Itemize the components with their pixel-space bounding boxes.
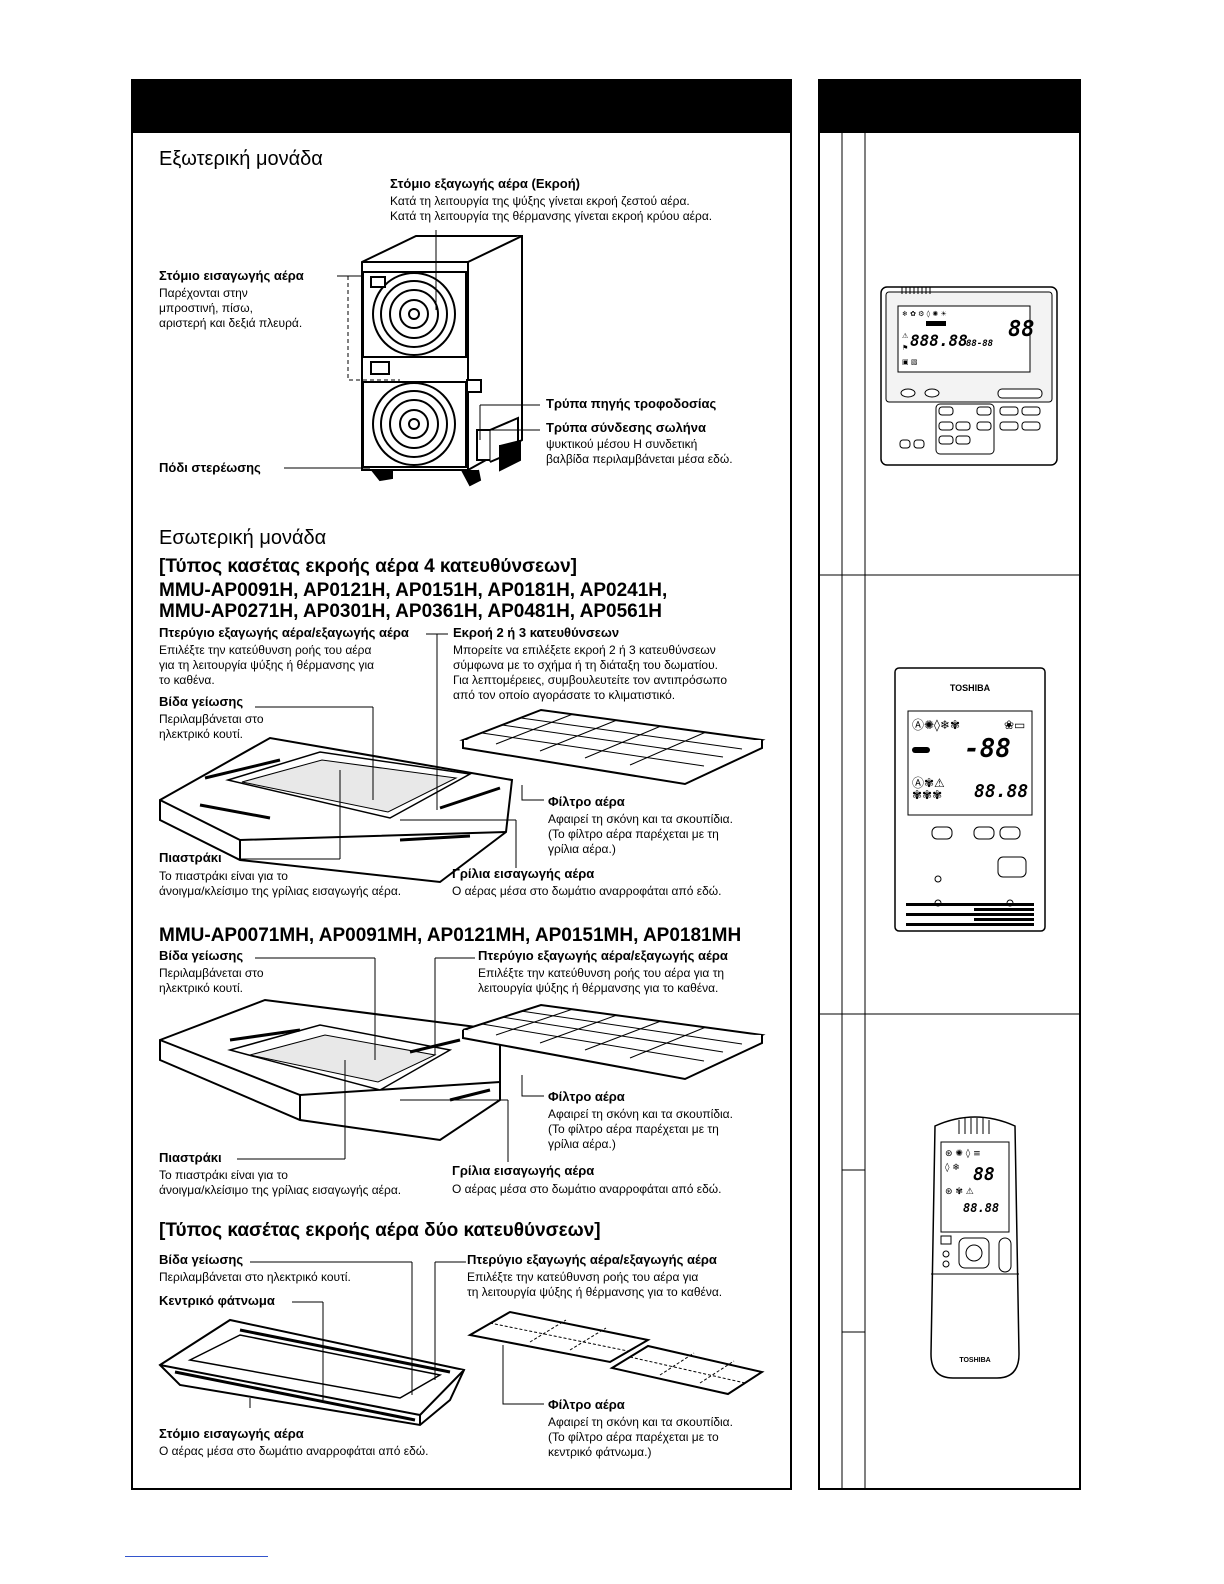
toshiba-handheld-remote: ⊛ ✺ ◊ ≡ ◊ ❄ ⊛ ✾ ⚠ 88 88.88 TOSHIBA bbox=[927, 1114, 1023, 1380]
a-filter-desc: Αφαιρεί τη σκόνη και τα σκουπίδια.(Το φί… bbox=[548, 812, 733, 856]
svg-text:⚠: ⚠ bbox=[902, 332, 909, 340]
remote2-temp: -88 bbox=[964, 734, 1011, 764]
wired-remote-controller: ❄ ✿ ⚙ ◊ ✺ ☀ ⚠ ⚑ ▣ ▧ 888.88 88 88-88 bbox=[880, 286, 1058, 466]
outdoor-unit-title: Εξωτερική μονάδα bbox=[159, 148, 323, 170]
models-a-line1: MMU-AP0091H, AP0121H, AP0151H, AP0181H, … bbox=[159, 580, 668, 601]
type4-title: [Τύπος κασέτας εκροής αέρα 4 κατευθύνσεω… bbox=[159, 556, 577, 577]
svg-text:Ⓐ✾⚠: Ⓐ✾⚠ bbox=[912, 776, 945, 790]
remote1-temp: 88 bbox=[1008, 317, 1035, 342]
c-screw-label: Βίδα γείωσης bbox=[159, 1252, 244, 1267]
remote1-time: 88-88 bbox=[966, 339, 993, 349]
fixing-foot-label: Πόδι στερέωσης bbox=[159, 460, 261, 475]
svg-text:Ⓐ✺◊❄✾: Ⓐ✺◊❄✾ bbox=[912, 718, 960, 732]
remote2-brand: TOSHIBA bbox=[950, 683, 991, 693]
c-inlet-label: Στόμιο εισαγωγής αέρα bbox=[159, 1426, 304, 1441]
left-header-bar bbox=[133, 81, 790, 133]
a-outlet23-label: Εκροή 2 ή 3 κατευθύνσεων bbox=[453, 625, 620, 640]
outdoor-outlet-label: Στόμιο εξαγωγής αέρα (Εκροή) bbox=[390, 176, 580, 191]
remote1-digits: 888.88 bbox=[910, 331, 968, 350]
svg-text:❄ ✿ ⚙ ◊ ✺ ☀: ❄ ✿ ⚙ ◊ ✺ ☀ bbox=[902, 310, 947, 318]
b-filter-desc: Αφαιρεί τη σκόνη και τα σκουπίδια.(Το φί… bbox=[548, 1107, 733, 1151]
a-latch-label: Πιαστράκι bbox=[159, 850, 222, 865]
a-outlet23-desc: Μπορείτε να επιλέξετε εκροή 2 ή 3 κατευθ… bbox=[453, 643, 728, 702]
c-louver-desc: Επιλέξτε την κατεύθυνση ροής του αέρα γι… bbox=[467, 1270, 723, 1299]
a-filter-label: Φίλτρο αέρα bbox=[548, 794, 625, 809]
svg-text:⚑: ⚑ bbox=[902, 344, 908, 352]
b-filter-label: Φίλτρο αέρα bbox=[548, 1089, 625, 1104]
models-b: MMU-AP0071MH, AP0091MH, AP0121MH, AP0151… bbox=[159, 925, 742, 946]
bottom-link-underline bbox=[125, 1556, 268, 1557]
toshiba-wall-remote: TOSHIBA Ⓐ✺◊❄✾ ❀▭ Ⓐ✾⚠ ✾✾✾ -88 88.88 bbox=[894, 667, 1046, 932]
power-hole-label: Τρύπα πηγής τροφοδοσίας bbox=[546, 396, 717, 411]
a-louver-label: Πτερύγιο εξαγωγής αέρα/εξαγωγής αέρα bbox=[159, 625, 409, 640]
models-a-line2: MMU-AP0271H, AP0301H, AP0361H, AP0481H, … bbox=[159, 601, 663, 622]
b-grille-label: Γρίλια εισαγωγής αέρα bbox=[452, 1163, 595, 1178]
remote2-time: 88.88 bbox=[974, 781, 1028, 802]
b-screw-label: Βίδα γείωσης bbox=[159, 948, 244, 963]
c-screw-desc: Περιλαμβάνεται στο ηλεκτρικό κουτί. bbox=[159, 1270, 351, 1284]
remote3-time: 88.88 bbox=[963, 1201, 999, 1215]
c-filter-desc: Αφαιρεί τη σκόνη και τα σκουπίδια.(Το φί… bbox=[548, 1415, 733, 1459]
remote3-temp: 88 bbox=[973, 1164, 995, 1185]
right-header-bar bbox=[820, 81, 1079, 133]
b-louver-desc: Επιλέξτε την κατεύθυνση ροής του αέρα γι… bbox=[478, 966, 725, 995]
a-grille-desc: Ο αέρας μέσα στο δωμάτιο αναρροφάται από… bbox=[452, 884, 722, 898]
b-latch-label: Πιαστράκι bbox=[159, 1150, 222, 1165]
b-grille-desc: Ο αέρας μέσα στο δωμάτιο αναρροφάται από… bbox=[452, 1182, 722, 1196]
svg-text:❀▭: ❀▭ bbox=[1004, 718, 1025, 732]
b-louver-label: Πτερύγιο εξαγωγής αέρα/εξαγωγής αέρα bbox=[478, 948, 728, 963]
outdoor-inlet-label: Στόμιο εισαγωγής αέρα bbox=[159, 268, 304, 283]
type2-title: [Τύπος κασέτας εκροής αέρα δύο κατευθύνσ… bbox=[159, 1220, 601, 1241]
a-grille-label: Γρίλια εισαγωγής αέρα bbox=[452, 866, 595, 881]
svg-text:⊛ ✾ ⚠: ⊛ ✾ ⚠ bbox=[945, 1187, 974, 1197]
indoor-unit-title: Εσωτερική μονάδα bbox=[159, 527, 327, 549]
svg-text:⊛ ✺ ◊ ≡: ⊛ ✺ ◊ ≡ bbox=[945, 1148, 981, 1159]
c-louver-label: Πτερύγιο εξαγωγής αέρα/εξαγωγής αέρα bbox=[467, 1252, 717, 1267]
outdoor-outlet-desc: Κατά τη λειτουργία της ψύξης γίνεται εκρ… bbox=[390, 194, 713, 223]
svg-text:✾✾✾: ✾✾✾ bbox=[912, 788, 942, 802]
c-panel-label: Κεντρικό φάτνωμα bbox=[159, 1293, 275, 1308]
a-screw-label: Βίδα γείωσης bbox=[159, 694, 244, 709]
svg-text:◊ ❄: ◊ ❄ bbox=[945, 1162, 960, 1173]
c-inlet-desc: Ο αέρας μέσα στο δωμάτιο αναρροφάται από… bbox=[159, 1444, 429, 1458]
svg-text:▣ ▧: ▣ ▧ bbox=[902, 358, 917, 366]
pipe-hole-label: Τρύπα σύνδεσης σωλήνα bbox=[546, 420, 706, 435]
c-filter-label: Φίλτρο αέρα bbox=[548, 1397, 625, 1412]
remote3-brand: TOSHIBA bbox=[959, 1357, 990, 1364]
